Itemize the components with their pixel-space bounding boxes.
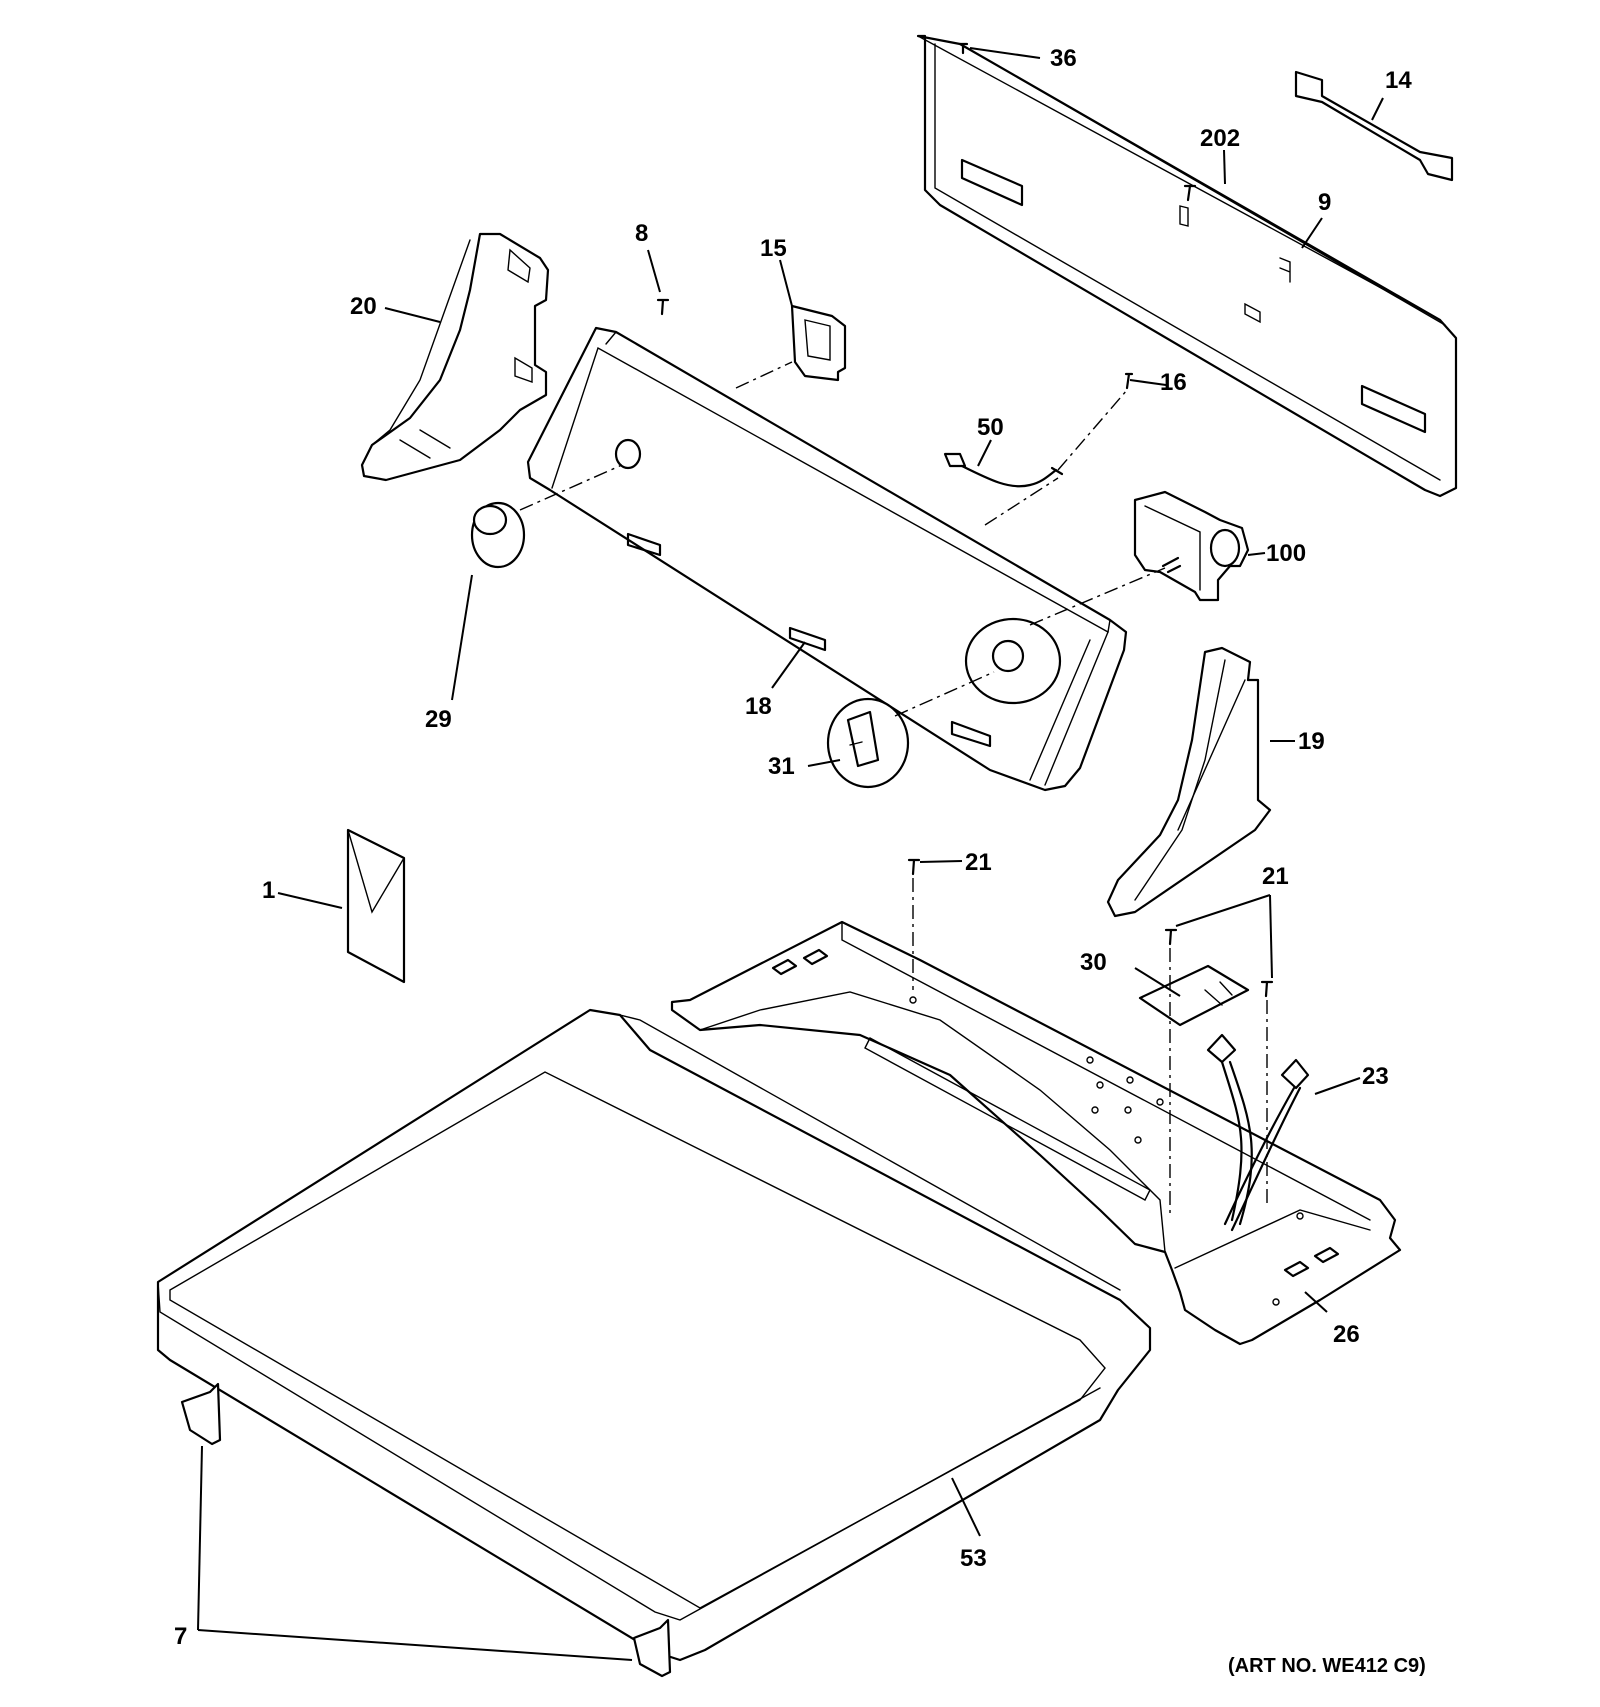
part-50-wire bbox=[943, 452, 1064, 488]
callout-53: 53 bbox=[960, 1545, 987, 1572]
callout-20: 20 bbox=[350, 293, 377, 320]
alignment-lines bbox=[519, 361, 1268, 1215]
callout-50: 50 bbox=[977, 414, 1004, 441]
part-21-screw-a bbox=[907, 858, 921, 876]
part-53-main-top bbox=[156, 1008, 1152, 1662]
callout-7: 7 bbox=[174, 1623, 187, 1650]
callout-1: 1 bbox=[262, 877, 275, 904]
part-7-clip-a bbox=[180, 1382, 222, 1446]
part-7-clip-b bbox=[632, 1618, 672, 1678]
part-30-cover-plate bbox=[1138, 964, 1250, 1027]
callout-15: 15 bbox=[760, 235, 787, 262]
part-100-timer bbox=[1133, 490, 1250, 602]
callout-21b: 21 bbox=[1262, 863, 1289, 890]
callout-36: 36 bbox=[1050, 45, 1077, 72]
part-1-envelope bbox=[346, 828, 406, 984]
part-8-screw bbox=[656, 298, 670, 316]
callout-19: 19 bbox=[1298, 728, 1325, 755]
part-21-screw-c bbox=[1260, 980, 1274, 998]
art-number: (ART NO. WE412 C9) bbox=[1228, 1655, 1426, 1677]
part-19-right-endcap bbox=[1106, 646, 1272, 918]
callout-26: 26 bbox=[1333, 1321, 1360, 1348]
callout-labels: 36 14 202 9 8 15 20 16 50 100 29 18 19 3… bbox=[174, 45, 1426, 1677]
part-202-screw bbox=[1183, 184, 1197, 202]
callout-30: 30 bbox=[1080, 949, 1107, 976]
part-16-screw bbox=[1124, 372, 1134, 390]
part-9-back-plate bbox=[916, 34, 1458, 498]
part-36-screw bbox=[958, 42, 969, 55]
part-20-left-endcap bbox=[360, 232, 550, 482]
callout-14: 14 bbox=[1385, 67, 1412, 94]
callout-21a: 21 bbox=[965, 849, 992, 876]
part-14-bracket bbox=[1294, 70, 1454, 182]
callout-31: 31 bbox=[768, 753, 795, 780]
part-15-switch bbox=[790, 304, 847, 382]
part-31-dial-knob bbox=[826, 697, 910, 789]
callout-18: 18 bbox=[745, 693, 772, 720]
callout-8: 8 bbox=[635, 220, 648, 247]
callout-202: 202 bbox=[1200, 125, 1240, 152]
callout-100: 100 bbox=[1266, 540, 1306, 567]
part-29-knob bbox=[470, 501, 526, 569]
callout-9: 9 bbox=[1318, 189, 1331, 216]
callout-23: 23 bbox=[1362, 1063, 1389, 1090]
leader-lines bbox=[197, 47, 1384, 1661]
part-26-top-rear-panel bbox=[670, 920, 1402, 1346]
part-18-control-console bbox=[526, 326, 1128, 792]
part-21-screw-b bbox=[1164, 928, 1178, 946]
callout-16: 16 bbox=[1160, 369, 1187, 396]
callout-29: 29 bbox=[425, 706, 452, 733]
